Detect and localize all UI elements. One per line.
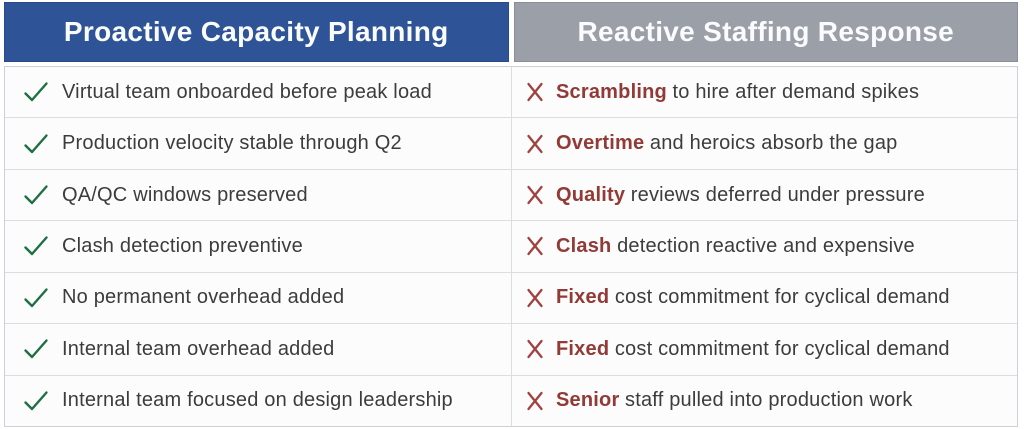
reactive-cell: Overtime and heroics absorb the gap (511, 118, 1017, 169)
proactive-text: Clash detection preventive (62, 234, 303, 257)
reactive-text: cost commitment for cyclical demand (614, 337, 950, 360)
reactive-cell: Quality reviews deferred under pressure (511, 169, 1017, 221)
x-icon (526, 185, 544, 205)
reactive-highlight-text: Quality (556, 183, 626, 206)
proactive-cell: Virtual team onboarded before peak load (5, 67, 511, 117)
x-icon (526, 82, 544, 102)
proactive-text: Internal team overhead added (62, 337, 335, 360)
reactive-text: reviews deferred under pressure (630, 183, 925, 206)
proactive-cell: No permanent overhead added (5, 273, 511, 323)
proactive-cell: QA/QC windows preserved (5, 170, 511, 220)
proactive-text: Virtual team onboarded before peak load (62, 80, 432, 103)
x-icon (526, 339, 544, 359)
reactive-highlight-text: Fixed (556, 286, 610, 309)
reactive-cell: Clash detection reactive and expensive (511, 221, 1017, 272)
table-row: QA/QC windows preserved Quality reviews … (5, 169, 1017, 222)
proactive-text: Internal team focused on design leadersh… (62, 389, 453, 412)
reactive-cell: Fixed cost commitment for cyclical deman… (511, 272, 1017, 324)
reactive-text: and heroics absorb the gap (649, 132, 898, 155)
check-icon (23, 235, 49, 257)
reactive-highlight-text: Clash (556, 234, 612, 257)
check-icon (23, 338, 49, 360)
reactive-cell: Senior staff pulled into production work (511, 375, 1017, 426)
comparison-body: Virtual team onboarded before peak load … (4, 66, 1018, 427)
table-row: Internal team focused on design leadersh… (5, 375, 1017, 426)
table-header-row: Proactive Capacity Planning Reactive Sta… (4, 2, 1018, 62)
header-reactive: Reactive Staffing Response (513, 2, 1018, 62)
reactive-text: staff pulled into production work (625, 389, 913, 412)
table-row: Internal team overhead added Fixed cost … (5, 324, 1017, 376)
reactive-highlight-text: Fixed (556, 337, 610, 360)
header-proactive: Proactive Capacity Planning (4, 2, 509, 62)
table-row: Clash detection preventive Clash detecti… (5, 221, 1017, 273)
reactive-highlight-text: Overtime (556, 132, 645, 155)
proactive-text: Production velocity stable through Q2 (62, 132, 402, 155)
comparison-table: Proactive Capacity Planning Reactive Sta… (4, 2, 1018, 427)
x-icon (526, 391, 544, 411)
proactive-cell: Clash detection preventive (5, 221, 511, 271)
reactive-text: to hire after demand spikes (672, 80, 920, 103)
reactive-highlight-text: Senior (556, 389, 620, 412)
proactive-text: No permanent overhead added (62, 286, 345, 309)
check-icon (23, 184, 49, 206)
x-icon (526, 236, 544, 256)
x-icon (526, 288, 544, 308)
table-row: No permanent overhead added Fixed cost c… (5, 272, 1017, 325)
proactive-cell: Production velocity stable through Q2 (5, 118, 511, 168)
table-row: Production velocity stable through Q2 Ov… (5, 118, 1017, 170)
check-icon (23, 390, 49, 412)
x-icon (526, 134, 544, 154)
check-icon (23, 81, 49, 103)
reactive-text: cost commitment for cyclical demand (614, 286, 950, 309)
reactive-cell: Scrambling to hire after demand spikes (511, 67, 1017, 118)
reactive-text: detection reactive and expensive (617, 234, 915, 257)
check-icon (23, 287, 49, 309)
table-row: Virtual team onboarded before peak load … (5, 67, 1017, 119)
reactive-highlight-text: Scrambling (556, 80, 667, 103)
reactive-cell: Fixed cost commitment for cyclical deman… (511, 324, 1017, 375)
check-icon (23, 133, 49, 155)
proactive-text: QA/QC windows preserved (62, 183, 308, 206)
proactive-cell: Internal team focused on design leadersh… (5, 376, 511, 426)
proactive-cell: Internal team overhead added (5, 324, 511, 374)
